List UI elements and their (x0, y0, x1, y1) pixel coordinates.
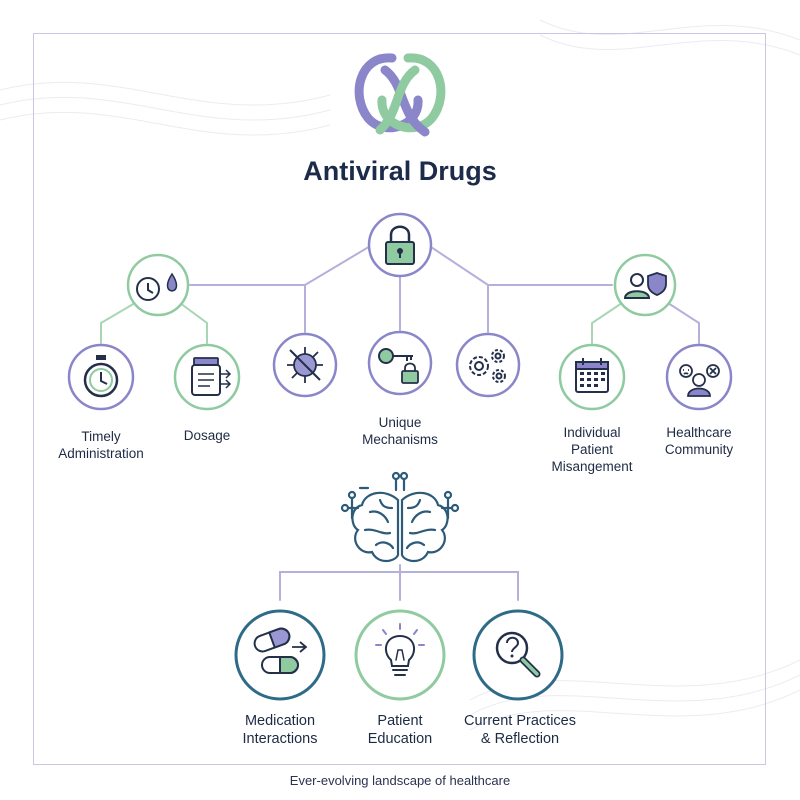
label-timely-administration: Timely Administration (58, 429, 144, 461)
key-lock-icon (378, 348, 419, 384)
gears-icon (469, 349, 506, 383)
stopwatch-node[interactable] (67, 343, 135, 411)
lock-icon (385, 225, 415, 265)
label-medication-interactions: Medication Interactions (242, 713, 318, 747)
label-dosage: Dosage (183, 428, 231, 443)
calendar-icon (575, 358, 609, 393)
lightbulb-icon (375, 623, 425, 676)
label-individual-patient: Individual Patient Misangement (551, 425, 633, 474)
virus-icon (287, 347, 323, 383)
clock-drop-node[interactable] (126, 253, 190, 317)
pill-bottle-icon (191, 357, 232, 396)
clock-drop-icon (136, 272, 178, 301)
calendar-node[interactable] (558, 343, 626, 411)
virus-node[interactable] (272, 332, 338, 398)
label-healthcare-community: Healthcare Community (664, 425, 734, 457)
label-current-practices: Current Practices & Reflection (463, 713, 576, 747)
gears-node[interactable] (455, 332, 521, 398)
footer-caption: Ever-evolving landscape of healthcare (289, 773, 511, 788)
brain-circuit-icon (340, 471, 460, 563)
person-shield-node[interactable] (613, 253, 677, 317)
diagram-frame (33, 33, 766, 765)
magnifier-question-icon (495, 631, 541, 678)
patient-community-node[interactable] (665, 343, 733, 411)
label-unique-mechanisms: Unique Mechanisms (362, 415, 438, 447)
key-lock-node[interactable] (367, 330, 433, 396)
connector-lines (100, 244, 700, 601)
logo-icon (354, 53, 446, 137)
magnifier-node[interactable] (472, 609, 564, 701)
lock-node[interactable] (367, 212, 433, 278)
pill-bottle-node[interactable] (173, 343, 241, 411)
person-shield-icon (623, 272, 667, 299)
lightbulb-node[interactable] (354, 609, 446, 701)
page-title: Antiviral Drugs (303, 156, 497, 186)
capsules-icon (253, 627, 308, 674)
stopwatch-icon (83, 355, 119, 398)
label-patient-education: Patient Education (367, 713, 433, 747)
patient-community-icon (679, 364, 720, 397)
capsules-node[interactable] (234, 609, 326, 701)
